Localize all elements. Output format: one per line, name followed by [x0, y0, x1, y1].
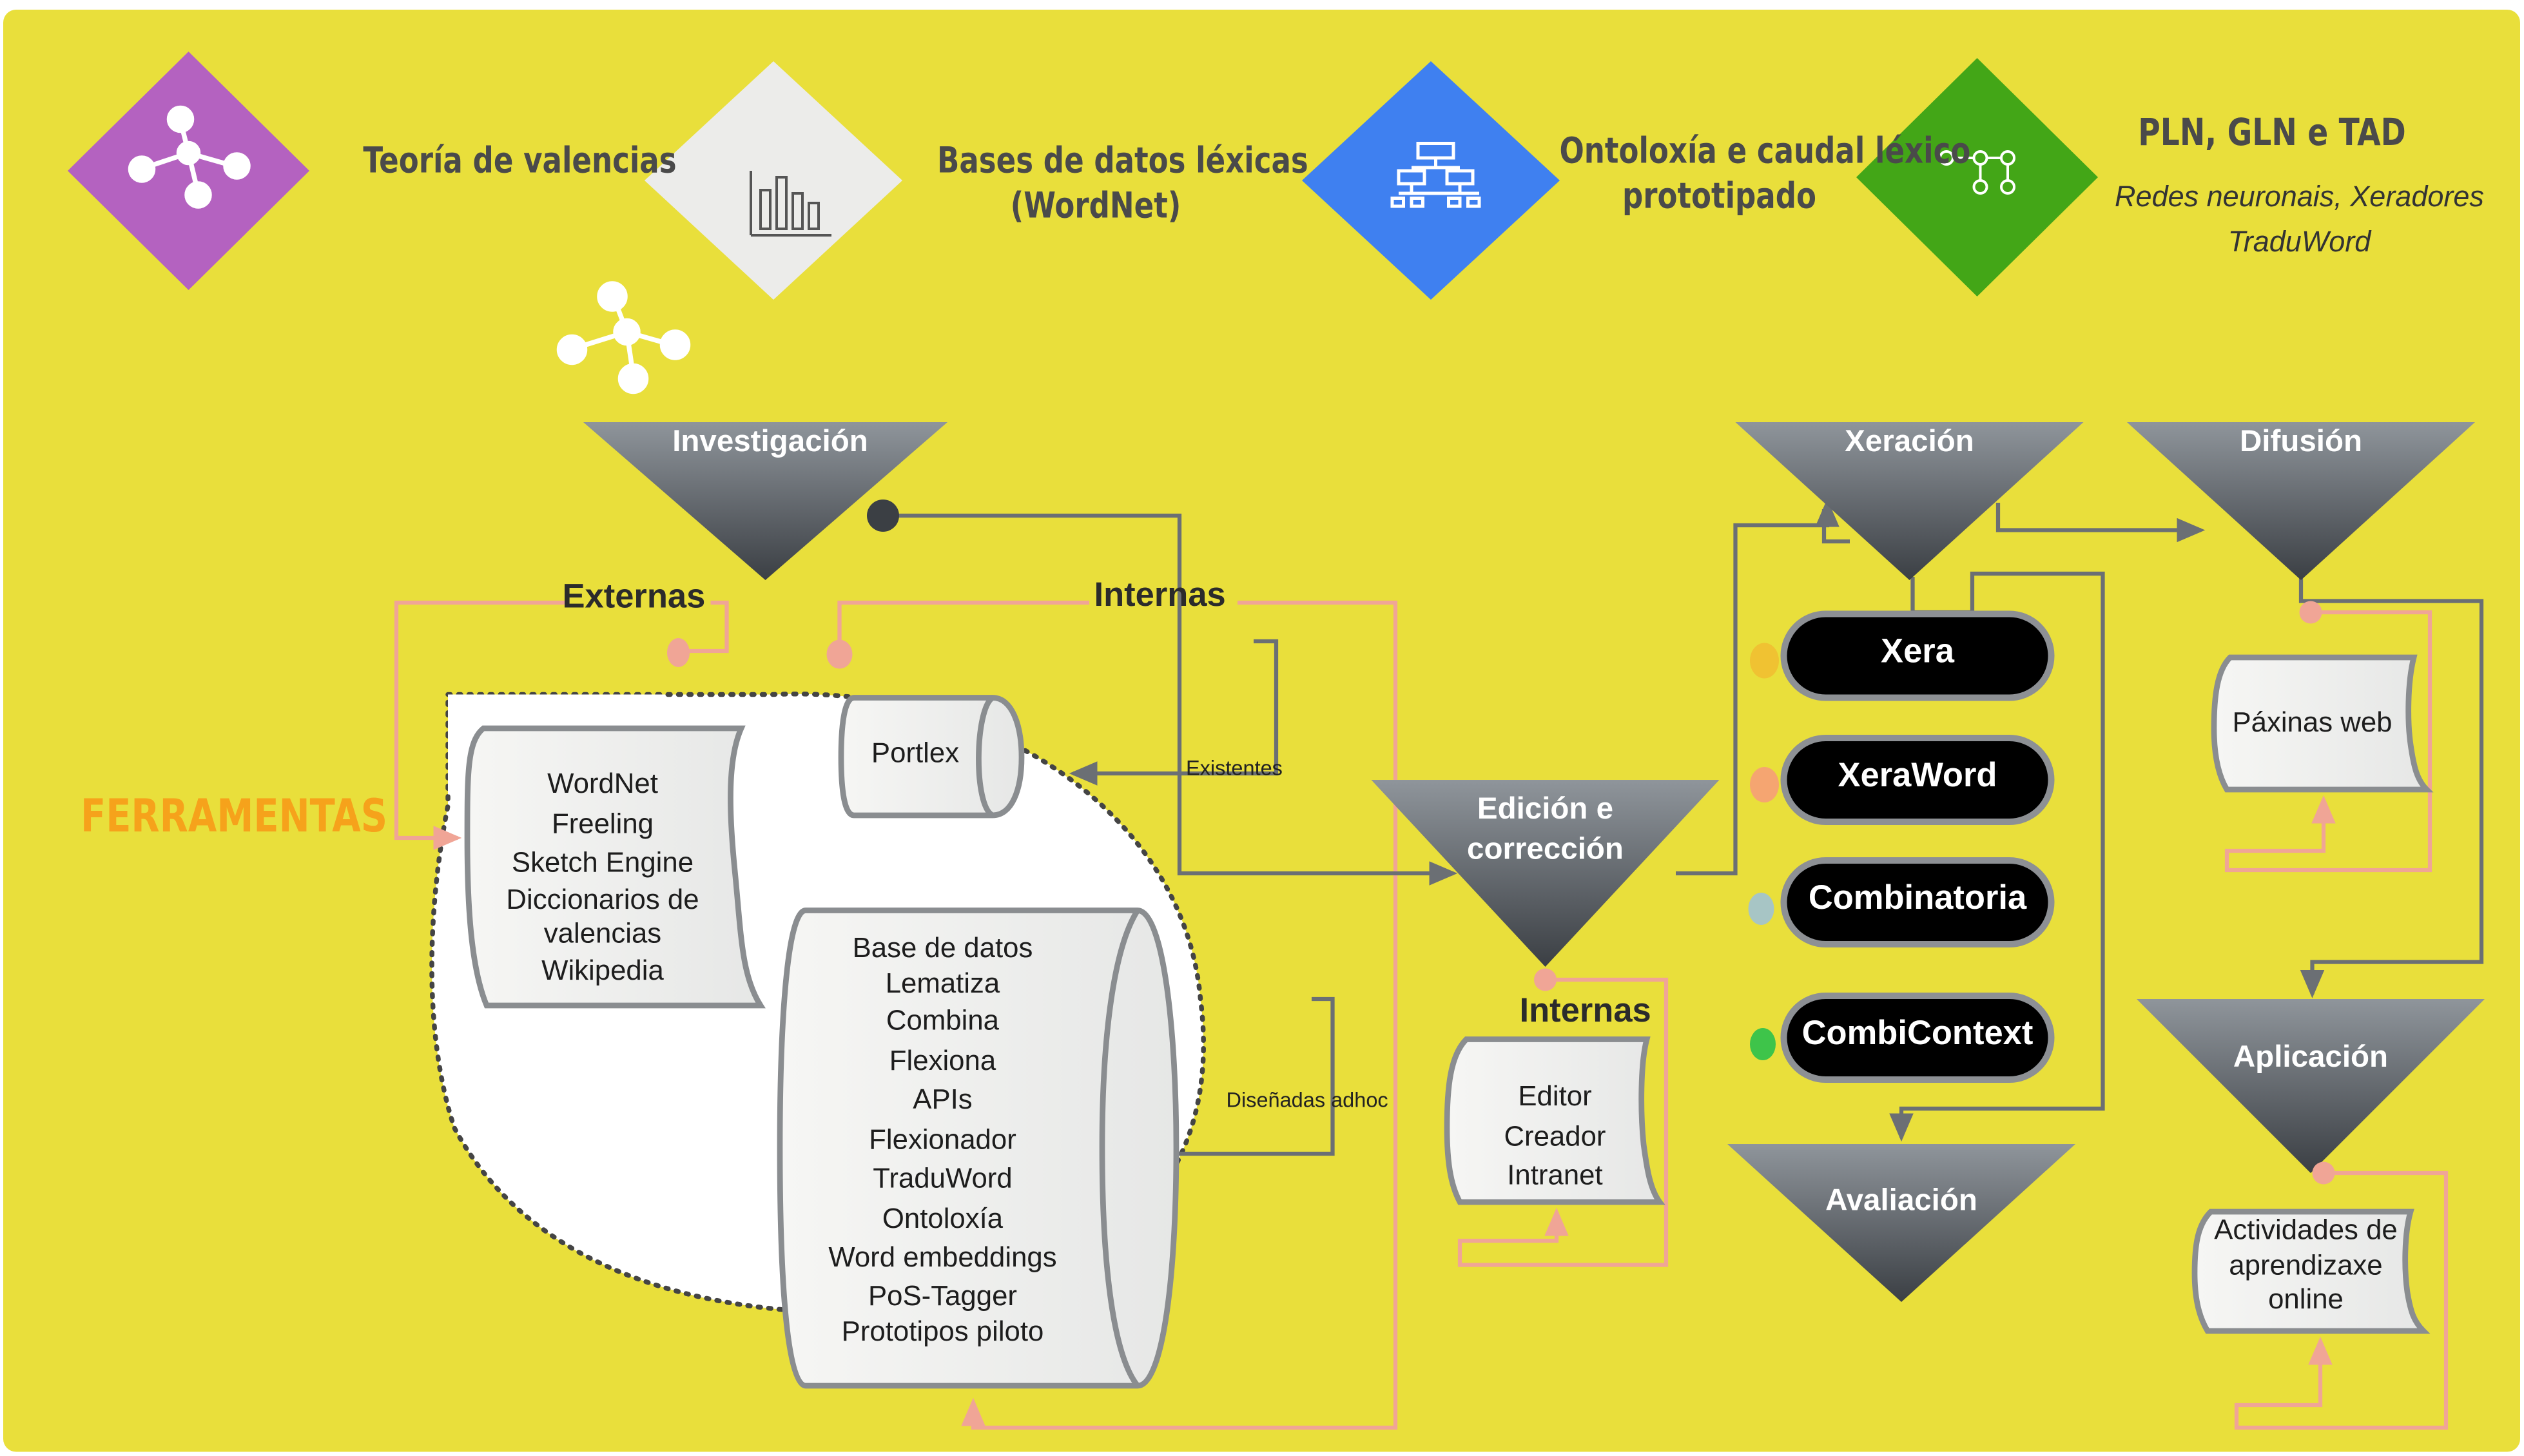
- scroll-actividades-list: Actividades de aprendizaxe online: [2204, 1214, 2407, 1317]
- pink-connectors: [394, 600, 2449, 1430]
- scroll-paxinas: [2211, 654, 2434, 793]
- list-item: APIs: [913, 1083, 973, 1115]
- diagram-background: [3, 10, 2520, 1452]
- list-item: TraduWord: [873, 1161, 1013, 1194]
- funnel-title-difusion: Difusión: [2240, 425, 2362, 460]
- diamond-bases: [645, 61, 902, 300]
- funnel-title-edicion-line2: corrección: [1467, 833, 1624, 868]
- list-item: online: [2268, 1283, 2344, 1315]
- connector-label-existentes: Existentes: [1186, 755, 1283, 781]
- list-item: Diccionarios de: [506, 882, 699, 915]
- group-title-internas-edicion: Internas: [1519, 993, 1651, 1030]
- pill-combicontext[interactable]: [1780, 993, 2055, 1083]
- pill-label-combinatoria[interactable]: Combinatoria: [1808, 880, 2027, 917]
- scroll-portlex-label: Portlex: [871, 736, 960, 769]
- ferramentas-label: FERRAMENTAS: [81, 790, 388, 843]
- scroll-actividades: [2191, 1208, 2431, 1334]
- dot-xera: [1750, 643, 1779, 679]
- list-item: Actividades de: [2214, 1213, 2398, 1246]
- list-item: Freeling: [551, 806, 654, 839]
- list-item: Base de datos: [852, 931, 1033, 964]
- connector-dot-difusion: [2299, 601, 2322, 624]
- scroll-externas: [464, 725, 766, 1009]
- pill-label-combicontext[interactable]: CombiContext: [1801, 1015, 2034, 1053]
- pill-label-xeraword[interactable]: XeraWord: [1838, 757, 1997, 795]
- dot-xeraword: [1750, 767, 1779, 802]
- connector-dot-aplicacion: [2312, 1161, 2335, 1185]
- header-title-pln: PLN, GLN e TAD: [2138, 113, 2406, 155]
- scroll-externas-list: WordNet Freeling Sketch Engine Diccionar…: [477, 764, 728, 989]
- list-item: Wikipedia: [541, 953, 664, 985]
- dot-combinatoria: [1748, 893, 1774, 925]
- pill-xeraword[interactable]: [1780, 735, 2055, 825]
- list-item: Ontoloxía: [882, 1201, 1004, 1234]
- list-item: Flexionador: [869, 1122, 1016, 1155]
- funnel-investigacion: [583, 422, 947, 580]
- list-item: WordNet: [547, 767, 658, 799]
- network-icon: [556, 281, 691, 394]
- list-item: Prototipos piloto: [841, 1314, 1044, 1346]
- group-title-externas: Externas: [562, 578, 706, 616]
- connector-start-dot: [867, 500, 899, 532]
- pill-xera[interactable]: [1780, 610, 2055, 701]
- header-caption-pln: TraduWord: [2228, 226, 2371, 258]
- list-item: Creador: [1504, 1119, 1606, 1152]
- bar-chart-icon: [750, 171, 831, 237]
- connector-label-disenadas: Diseñadas adhoc: [1226, 1087, 1388, 1112]
- header-subtitle-pln: Redes neuronais, Xeradores: [2115, 180, 2484, 213]
- dot-combicontext: [1750, 1028, 1776, 1060]
- diamond-pln: [1856, 58, 2098, 296]
- header-title-bases: Bases de datos léxicas: [937, 142, 1308, 182]
- list-item: Intranet: [1507, 1158, 1603, 1191]
- list-item: Editor: [1518, 1080, 1592, 1112]
- funnel-avaliacion: [1727, 1144, 2075, 1302]
- list-item: PoS-Tagger: [868, 1278, 1018, 1311]
- diamond-teoria: [68, 52, 309, 290]
- funnel-title-aplicacion: Aplicación: [2233, 1041, 2389, 1075]
- funnel-title-avaliacion: Avaliación: [1825, 1184, 1977, 1219]
- pill-combinatoria[interactable]: [1780, 857, 2055, 947]
- list-item: Word embeddings: [828, 1241, 1057, 1273]
- list-item: Combina: [886, 1004, 1000, 1036]
- funnel-title-xeracion: Xeración: [1845, 425, 1974, 460]
- scroll-edicion: [1444, 1036, 1665, 1205]
- list-item: Sketch Engine: [511, 846, 694, 878]
- header-title-teoria: Teoría de valencias: [363, 142, 677, 182]
- list-item: Lematiza: [885, 967, 1000, 999]
- scroll-portlex: [838, 695, 1025, 819]
- funnel-aplicacion: [2137, 999, 2485, 1173]
- funnel-title-investigacion: Investigación: [672, 425, 868, 460]
- network-icon: [128, 105, 251, 209]
- header-subtitle-bases: (WordNet): [1010, 187, 1181, 228]
- funnel-difusion: [2127, 422, 2475, 580]
- list-item: Flexiona: [889, 1043, 996, 1076]
- connector-dot-externas: [667, 638, 690, 667]
- hierarchy-icon: [1390, 142, 1481, 208]
- scroll-edicion-list: Editor Creador Intranet: [1466, 1076, 1644, 1195]
- connector-dot-internas: [826, 639, 853, 669]
- funnel-xeracion: [1735, 422, 2084, 580]
- header-subtitle-ontoloxia: prototipado: [1622, 177, 1817, 218]
- list-item: valencias: [543, 916, 662, 949]
- funnel-title-edicion-line1: Edición e: [1477, 793, 1614, 827]
- pill-label-xera[interactable]: Xera: [1881, 633, 1954, 671]
- scroll-internas: [777, 908, 1179, 1389]
- list-item: aprendizaxe: [2229, 1248, 2383, 1281]
- funnel-edicion: [1371, 780, 1720, 967]
- group-title-internas: Internas: [1094, 577, 1226, 614]
- connector-dot-edicion: [1534, 968, 1557, 991]
- flow-icon: [1939, 150, 2015, 195]
- diamond-ontoloxia: [1302, 61, 1560, 300]
- scroll-internas-list: Base de datos Lematiza Combina Flexiona …: [790, 930, 1096, 1348]
- header-title-ontoloxia: Ontoloxía e caudal léxico: [1559, 132, 1971, 173]
- scroll-paxinas-label: Páxinas web: [2232, 706, 2393, 738]
